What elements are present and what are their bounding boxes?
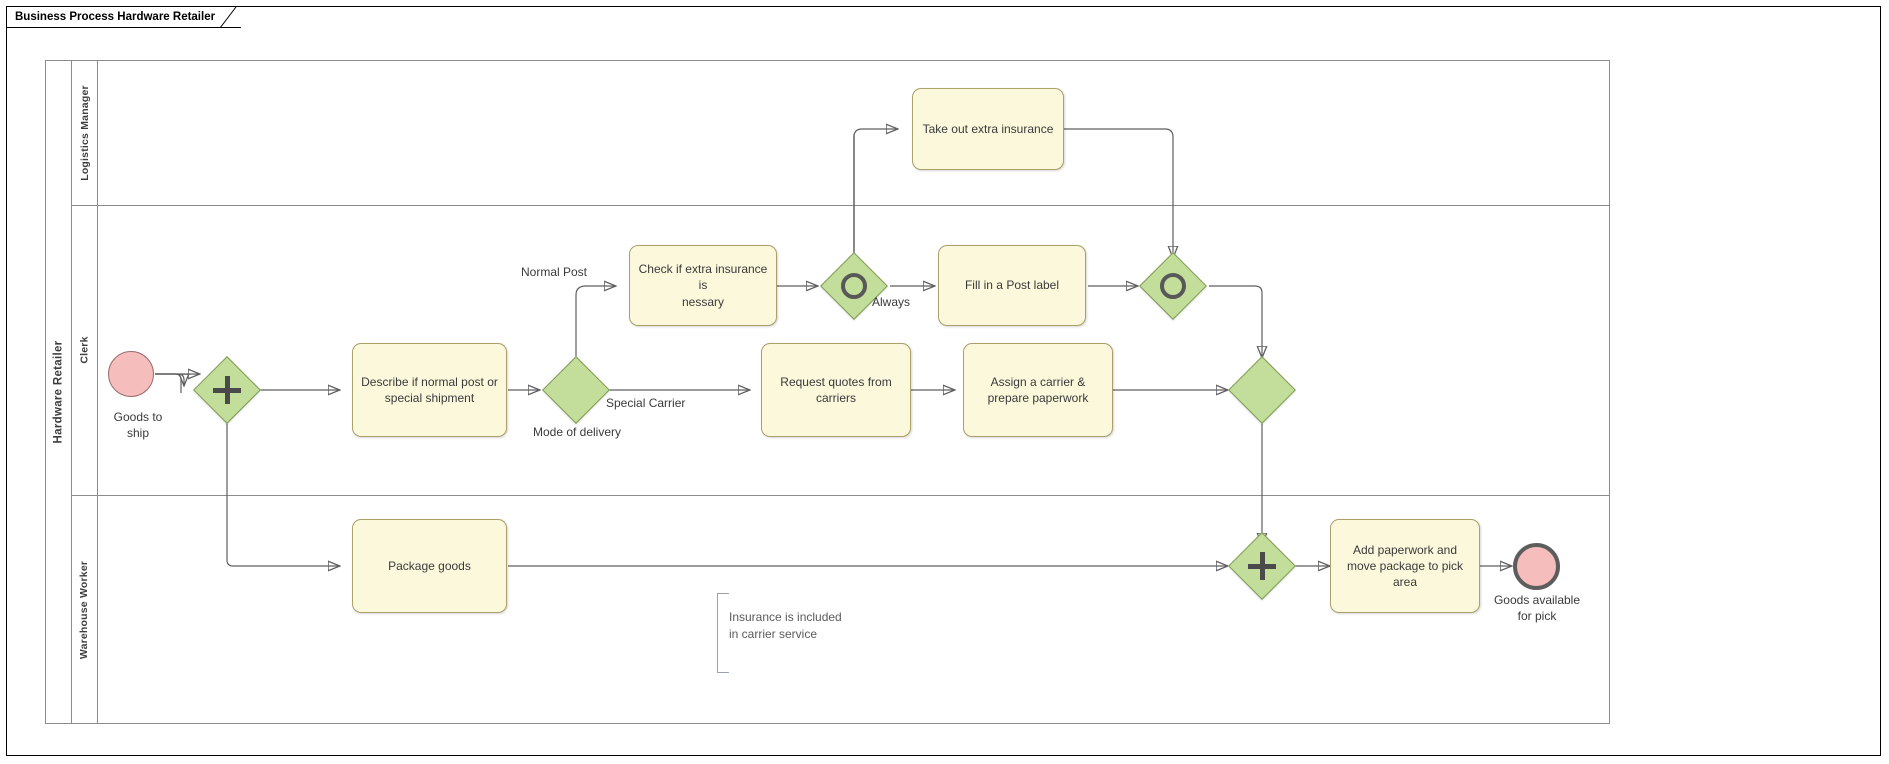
end-event-label-line2: for pick: [1517, 608, 1557, 623]
annotation-bracket: [717, 593, 729, 673]
task-label-line1: Request quotes from: [780, 374, 892, 389]
start-event-label: Goods to ship: [93, 410, 183, 441]
diagram-title-tab[interactable]: Business Process Hardware Retailer: [7, 7, 242, 28]
task-package-goods[interactable]: Package goods: [352, 519, 507, 613]
flow-label-special-carrier: Special Carrier: [606, 396, 686, 410]
pool-label-text: Hardware Retailer: [52, 340, 64, 444]
task-assign-carrier[interactable]: Assign a carrier & prepare paperwork: [963, 343, 1113, 437]
annotation-line2: in carrier service: [729, 627, 818, 642]
tab-slash-icon: [219, 7, 237, 28]
task-check-extra-insurance[interactable]: Check if extra insurance is nessary: [629, 245, 777, 326]
flow-label-normal-post: Normal Post: [521, 265, 588, 279]
lane-warehouse-worker[interactable]: Warehouse Worker: [72, 495, 1610, 724]
lane-divider-1: [72, 205, 1610, 206]
lane-clerk[interactable]: Clerk: [72, 205, 1610, 495]
task-request-quotes[interactable]: Request quotes from carriers: [761, 343, 911, 437]
lane-label-logistics-manager: Logistics Manager: [78, 84, 91, 181]
end-event-label: Goods available for pick: [1477, 593, 1597, 624]
task-label: Fill in a Post label: [964, 278, 1060, 293]
annotation-line1: Insurance is included: [729, 610, 842, 624]
lane-header-logistics-manager: Logistics Manager: [72, 60, 98, 205]
end-event-label-line1: Goods available: [1493, 593, 1581, 607]
diagram-frame: [6, 6, 1881, 756]
lane-label-clerk: Clerk: [78, 336, 91, 364]
task-label-line1: Check if extra insurance is: [638, 262, 768, 293]
task-label-line1: Assign a carrier &: [990, 374, 1086, 389]
end-event-goods-available[interactable]: [1513, 543, 1560, 590]
task-label-line2: special shipment: [384, 391, 475, 405]
lane-header-clerk: Clerk: [72, 205, 98, 495]
task-take-out-extra-insurance[interactable]: Take out extra insurance: [912, 88, 1064, 170]
start-event-label-line2: ship: [126, 425, 149, 440]
task-add-paperwork[interactable]: Add paperwork and move package to pick a…: [1330, 519, 1480, 613]
lane-header-warehouse-worker: Warehouse Worker: [72, 495, 98, 724]
task-label-line1: Describe if normal post or: [361, 374, 498, 389]
lane-divider-2: [72, 495, 1610, 496]
pool-hardware-retailer[interactable]: [45, 60, 1610, 724]
start-event-goods-to-ship[interactable]: [108, 351, 154, 397]
task-fill-post-label[interactable]: Fill in a Post label: [938, 245, 1086, 326]
gateway-mode-of-delivery-label: Mode of delivery: [532, 425, 622, 439]
task-label-line3: area: [1392, 575, 1418, 590]
task-label: Take out extra insurance: [922, 121, 1054, 136]
text-annotation-insurance[interactable]: Insurance is included in carrier service: [717, 593, 867, 673]
lane-label-warehouse-worker: Warehouse Worker: [78, 560, 91, 659]
flow-label-always: Always: [872, 295, 911, 309]
task-label-line2: move package to pick: [1346, 558, 1464, 573]
task-label-line2: carriers: [815, 391, 856, 405]
task-label-line1: Add paperwork and: [1352, 542, 1458, 557]
lane-logistics-manager[interactable]: Logistics Manager: [72, 60, 1610, 205]
task-label-line2: nessary: [681, 294, 725, 309]
start-event-label-line1: Goods to: [113, 410, 163, 424]
pool-label: Hardware Retailer: [45, 60, 72, 724]
task-label-line2: prepare paperwork: [987, 391, 1089, 405]
task-label: Package goods: [388, 558, 471, 573]
task-describe-shipment[interactable]: Describe if normal post or special shipm…: [352, 343, 507, 437]
page-title: Business Process Hardware Retailer: [15, 11, 216, 23]
